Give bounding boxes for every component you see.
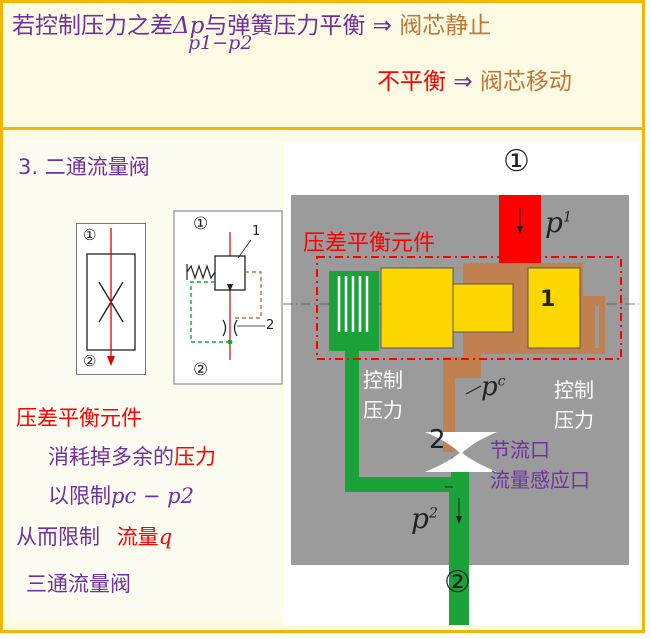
limit-line: 以限制pc − p2 [48,480,194,510]
port-out: ② [444,565,471,600]
ctrl-right-1: 控制 [554,378,594,402]
p2-letter: p [411,502,429,535]
limit-text: 以限制 [48,484,111,508]
p1-letter: p [545,206,563,239]
implies-arrow: ⇒ [372,13,392,39]
element-label: 压差平衡元件 [303,231,436,256]
spring [337,276,369,332]
flow-limit-flow: 流量 [116,525,159,549]
sensing-label: 流量感应口 [490,468,590,492]
element-title: 压差平衡元件 [16,406,142,430]
limit-p2: p2 [167,484,194,508]
balance-statement: 若控制压力之差Δp与弹簧压力平衡 ⇒ 阀芯静止 [12,6,491,40]
spool-right-land [527,267,581,349]
valve-section-graphic [283,195,639,625]
imbalance-statement: 不平衡 ⇒ 阀芯移动 [377,62,572,96]
statement-text-a: 若控制压力之差 [12,13,173,39]
statement-result: 阀芯静止 [399,13,492,39]
detailed-valve-symbol-graphic [173,210,283,385]
p2-label: p2 [411,502,438,535]
statement-text-b: 与弹簧压力平衡 [204,13,366,39]
ctrl-left-2: 压力 [363,398,403,422]
symbol1-port-out: ② [83,352,97,370]
flow-valve-symbol-graphic [86,228,136,366]
limit-pc: pc [111,484,137,508]
flow-limit-q: q [158,525,173,549]
outlet-channel [345,351,469,562]
consume-pressure: 压力 [174,445,216,469]
imbalance-text: 不平衡 [377,69,446,95]
three-way-valve-note: 三通流量阀 [26,572,131,596]
symbol2-port-out: ② [193,360,209,380]
ctrl-right-2: 压力 [554,408,594,432]
pc-label: pc [481,372,506,402]
section-title: 3. 二通流量阀 [18,155,150,179]
port-in: ① [503,144,530,179]
symbol2-callout-2: 2 [266,318,275,333]
symbol1-port-in: ① [83,226,97,244]
delta-subscript: p1−p2 [188,32,253,54]
p2-sub: 2 [428,505,438,522]
delta-p: Δp [173,13,205,39]
consume-text: 消耗掉多余的 [48,445,174,469]
limit-minus: − [136,484,168,508]
p1-sub: 1 [562,209,572,226]
p1-label: p1 [545,206,572,239]
spool-label: 1 [540,287,556,312]
spool-left-land [380,267,454,349]
ctrl-left-1: 控制 [363,368,403,392]
implies-arrow-2: ⇒ [453,69,473,95]
element-boundary [316,256,622,360]
pc-letter: p [481,372,498,402]
orifice-label: 节流口 [490,438,550,462]
orifice-number: 2 [429,425,446,455]
imbalance-result: 阀芯移动 [479,69,572,95]
symbol2-callout-1: 1 [252,224,261,239]
flow-limit-text: 从而限制 [16,525,100,549]
consume-line: 消耗掉多余的压力 [48,441,216,471]
pc-sub: c [497,373,506,390]
flow-valve-symbol: ① ② [76,223,146,375]
symbol2-port-in: ① [193,214,209,234]
flow-limit-line: 从而限制 流量q [16,521,172,551]
detailed-valve-symbol: ① ② 1 2 [173,210,283,385]
spool-stem [452,283,514,333]
section-divider [3,127,643,130]
valve-section-diagram: ① p1 压差平衡元件 1 控制 压力 控制 压力 pc 2 节流口 流量感应口… [283,142,639,625]
